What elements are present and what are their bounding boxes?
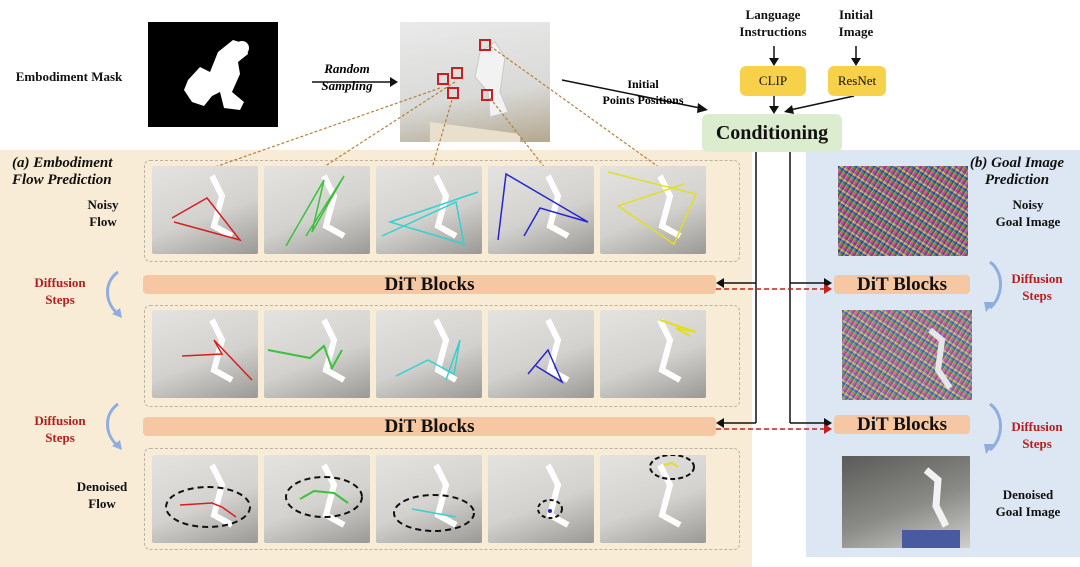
dit-blocks-flow-2: DiT Blocks — [143, 417, 716, 436]
mid-flow-thumb-green — [264, 310, 370, 398]
mid-flow-thumb-red — [152, 310, 258, 398]
embodiment-mask-label: Embodiment Mask — [15, 69, 123, 84]
noisy-goal-image — [838, 166, 968, 256]
noisy-flow-thumb-yellow — [600, 166, 706, 254]
panel-a-title: (a) Embodiment Flow Prediction — [12, 155, 113, 188]
noisy-flow-thumb-red — [152, 166, 258, 254]
mid-flow-thumb-cyan — [376, 310, 482, 398]
denoised-flow-group — [144, 448, 740, 550]
denoised-goal-image — [842, 456, 970, 548]
diffusion-steps-label-a2: Diffusion Steps — [34, 413, 86, 445]
embodiment-mask-image — [148, 22, 278, 127]
dit-blocks-image-2: DiT Blocks — [834, 415, 970, 434]
denoised-flow-thumb-blue — [488, 455, 594, 543]
conditioning-block: Conditioning — [702, 114, 842, 152]
noisy-flow-thumb-green — [264, 166, 370, 254]
denoised-flow-thumb-yellow — [600, 455, 706, 543]
diffusion-steps-label-b2: Diffusion Steps — [1011, 419, 1063, 451]
resnet-encoder: ResNet — [828, 66, 886, 96]
clip-encoder: CLIP — [740, 66, 806, 96]
diffusion-steps-label-a1: Diffusion Steps — [34, 275, 86, 307]
dit-blocks-image-1: DiT Blocks — [834, 275, 970, 294]
denoised-flow-thumb-red — [152, 455, 258, 543]
diffusion-steps-label-b1: Diffusion Steps — [1011, 271, 1063, 303]
initial-points-label: Initial Points Positions — [602, 77, 684, 107]
noisy-flow-thumb-cyan — [376, 166, 482, 254]
dit-blocks-flow-1: DiT Blocks — [143, 275, 716, 294]
intermediate-flow-group — [144, 305, 740, 407]
denoised-flow-label: Denoised Flow — [76, 479, 128, 511]
noisy-flow-label: Noisy Flow — [87, 197, 119, 229]
partially-denoised-goal-image — [842, 310, 972, 400]
mid-flow-thumb-yellow — [600, 310, 706, 398]
language-instructions-label: Language Instructions — [739, 7, 807, 39]
denoised-goal-image-label: Denoised Goal Image — [995, 487, 1061, 519]
noisy-goal-image-label: Noisy Goal Image — [995, 197, 1061, 229]
denoised-flow-thumb-green — [264, 455, 370, 543]
mid-flow-thumb-blue — [488, 310, 594, 398]
noisy-flow-thumb-blue — [488, 166, 594, 254]
panel-b-title: (b) Goal Image Prediction — [969, 155, 1065, 188]
denoised-flow-thumb-cyan — [376, 455, 482, 543]
random-sampling-arrow — [312, 77, 398, 87]
initial-image-label: Initial Image — [838, 7, 874, 39]
sampled-points-image — [400, 22, 550, 142]
